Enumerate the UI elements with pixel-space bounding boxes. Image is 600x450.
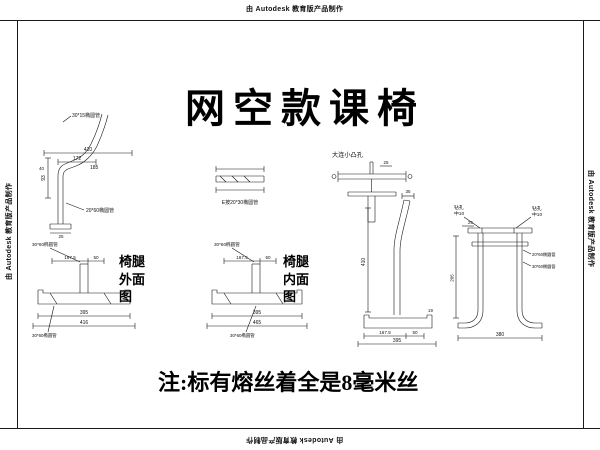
caption-leg-inner: 椅腿内面图 [283,254,310,305]
tube-label-top: 30*60椭圆管 [214,241,240,248]
hardware-outline [331,161,413,223]
dim-167-5: 167.5 [64,255,76,260]
drawing-leg-outer: 30*60椭圆管 167.5 50 395 416 30*60椭圆管 [32,241,136,339]
tube-label-bottom: 30*60椭圆管 [32,332,57,339]
drawing-side-view-left: 30*15椭圆管 410 172 185 93 40 20*60椭圆管 25 [39,112,133,239]
dim-205: 205 [450,274,455,282]
drill-hole-label-2: 钻孔 [532,205,542,212]
dim-50: 50 [265,255,271,260]
dim-93: 93 [41,175,47,181]
drawing-side-view-right: 35 410 167.5 50 395 19 [357,189,437,347]
frame-line-right [583,20,584,429]
tube-outline [363,199,433,329]
drawing-tube-detail: E按20*30椭圆管 [215,166,265,206]
dim-172: 172 [73,156,82,162]
tube-detail-label: E按20*30椭圆管 [222,199,258,206]
dim-395: 395 [80,310,89,316]
frame-line-left [17,20,18,429]
tube-label-bottom: 20*60椭圆管 [86,207,114,214]
drill-hole-label-2b: 中10 [532,211,542,218]
dim-50: 50 [93,255,99,260]
page-title: 网空款课椅 [185,86,425,131]
dimension-lines [43,115,133,234]
drawing-front-view: 钻孔 中10 钻孔 中10 20*60椭圆管 30*60椭圆管 [450,204,556,341]
bump-holes-label: 大连小凸孔 [332,151,363,159]
dim-380: 380 [496,332,505,338]
dimension-lines [453,225,543,341]
drawing-bump-holes: 大连小凸孔 25 [331,151,413,223]
dim-25: 25 [58,234,64,239]
tube-label-top: 30*60椭圆管 [32,241,58,248]
frame-outline [457,216,543,329]
note-text: 注:标有熔丝着全是8毫米丝 [158,370,419,395]
dim-25: 25 [383,160,389,165]
watermark-bottom: 由 Autodesk 教育版产品制作 [246,436,344,443]
dim-465: 465 [253,320,262,326]
dim-395: 395 [253,310,262,316]
dim-185: 185 [90,165,99,171]
drill-hole-label-1: 钻孔 [454,204,464,211]
dim-40: 40 [39,166,45,171]
dim-19: 19 [428,308,433,313]
dim-410: 410 [361,258,367,267]
leg-outline [37,247,131,305]
dim-395: 395 [393,338,402,344]
dimension-lines [357,193,437,347]
leg-outline [211,247,303,305]
dimension-lines [206,258,308,333]
tube-outline [49,113,109,230]
dim-410: 410 [84,147,93,153]
watermark-right: 由 Autodesk 教育版产品制作 [587,170,594,268]
drill-hole-label-1b: 中10 [454,210,464,217]
tube-label-20-60: 20*60椭圆管 [532,251,556,258]
dim-167-5: 167.5 [236,255,248,260]
tube-label-bottom: 30*60椭圆管 [230,332,255,339]
watermark-left: 由 Autodesk 教育版产品制作 [6,182,13,280]
dim-35: 35 [405,189,411,194]
dim-167-5: 167.5 [379,330,391,335]
dimension-lines [32,258,136,333]
caption-leg-outer: 椅腿外面图 [119,254,146,305]
frame-line-bottom [0,428,600,429]
dim-416: 416 [80,320,89,326]
tube-label: 30*15椭圆管 [72,112,100,119]
frame-line-top [0,20,600,21]
watermark-top: 由 Autodesk 教育版产品制作 [246,6,344,13]
tube-section [215,166,265,193]
drawing-leg-inner: 30*60椭圆管 167.5 50 395 465 30*60椭圆管 [206,241,308,339]
tube-label-30-60: 30*60椭圆管 [532,263,556,270]
dim-50: 50 [412,330,418,335]
dim-25: 25 [468,220,473,225]
